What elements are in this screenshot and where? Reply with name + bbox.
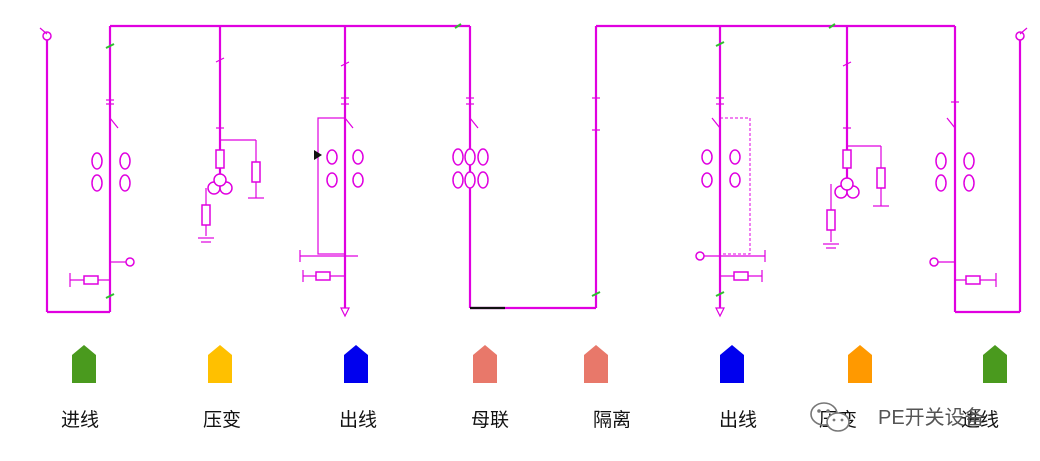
earthing-switch-icon [733, 271, 749, 281]
cabinet-label: 进线 [961, 409, 999, 431]
current-transformer-icon [935, 152, 975, 192]
cabinet-outgoing-right [695, 26, 766, 318]
cabinet-pt-right [823, 23, 889, 249]
cabinet-marker [584, 345, 608, 383]
cabinet-marker [72, 345, 96, 383]
cabinet-legend: 进线压变出线母联隔离出线压变进线 [61, 345, 1007, 431]
cabinet-coupler [452, 23, 489, 189]
feeder-arrow-icon [715, 307, 725, 318]
cabinet-label: 母联 [471, 409, 509, 431]
current-transformer-icon [326, 149, 364, 188]
wechat-icon [810, 402, 850, 432]
cabinet-label: 压变 [203, 409, 241, 431]
arrester-icon [876, 167, 886, 189]
earthing-switch-icon [955, 273, 997, 287]
earthing-switch-icon [69, 273, 110, 287]
cabinet-marker [848, 345, 872, 383]
cabinet-label: 隔离 [593, 409, 631, 431]
busbar-left [110, 24, 472, 308]
cabinet-outgoing-left [299, 26, 364, 318]
cabinet-marker [344, 345, 368, 383]
current-transformer-icon [91, 152, 131, 192]
cabinet-marker [473, 345, 497, 383]
cable-head-icon [1015, 31, 1025, 41]
earthing-switch-icon [315, 271, 331, 281]
cabinet-marker [720, 345, 744, 383]
cabinet-label: 进线 [61, 409, 99, 431]
indicator-icon [695, 251, 705, 261]
fuse-icon [842, 149, 852, 169]
disconnector-icon [344, 117, 354, 129]
cable-head-icon [42, 31, 52, 41]
current-transformer-icon [452, 148, 489, 189]
cabinet-marker [208, 345, 232, 383]
disconnector-icon [711, 117, 721, 129]
watermark-text: PE开关设备 [878, 406, 985, 429]
arrester-icon [251, 161, 261, 183]
current-transformer-icon [701, 149, 741, 188]
indicator-icon [929, 257, 939, 267]
cabinet-label: 出线 [339, 409, 377, 431]
cursor-icon [314, 150, 322, 160]
indicator-icon [125, 257, 135, 267]
cabinet-isolation [591, 97, 601, 297]
interlock-frame [317, 117, 346, 255]
disconnector-icon [469, 117, 479, 129]
interlock-frame [719, 117, 751, 255]
voltage-transformer-icon [834, 177, 860, 199]
disconnector-icon [946, 117, 956, 129]
voltage-transformer-icon [207, 173, 233, 195]
cabinet-marker [983, 345, 1007, 383]
cabinet-incoming-left [39, 26, 135, 314]
cabinet-incoming-right [929, 26, 1028, 314]
cabinet-pt-left [198, 26, 264, 243]
fuse-icon [215, 149, 225, 169]
watermark: PE开关设备 [810, 402, 985, 432]
disconnector-icon [109, 117, 119, 129]
feeder-arrow-icon [340, 307, 350, 318]
cabinet-label: 出线 [719, 409, 757, 431]
busbar-right [594, 24, 955, 308]
